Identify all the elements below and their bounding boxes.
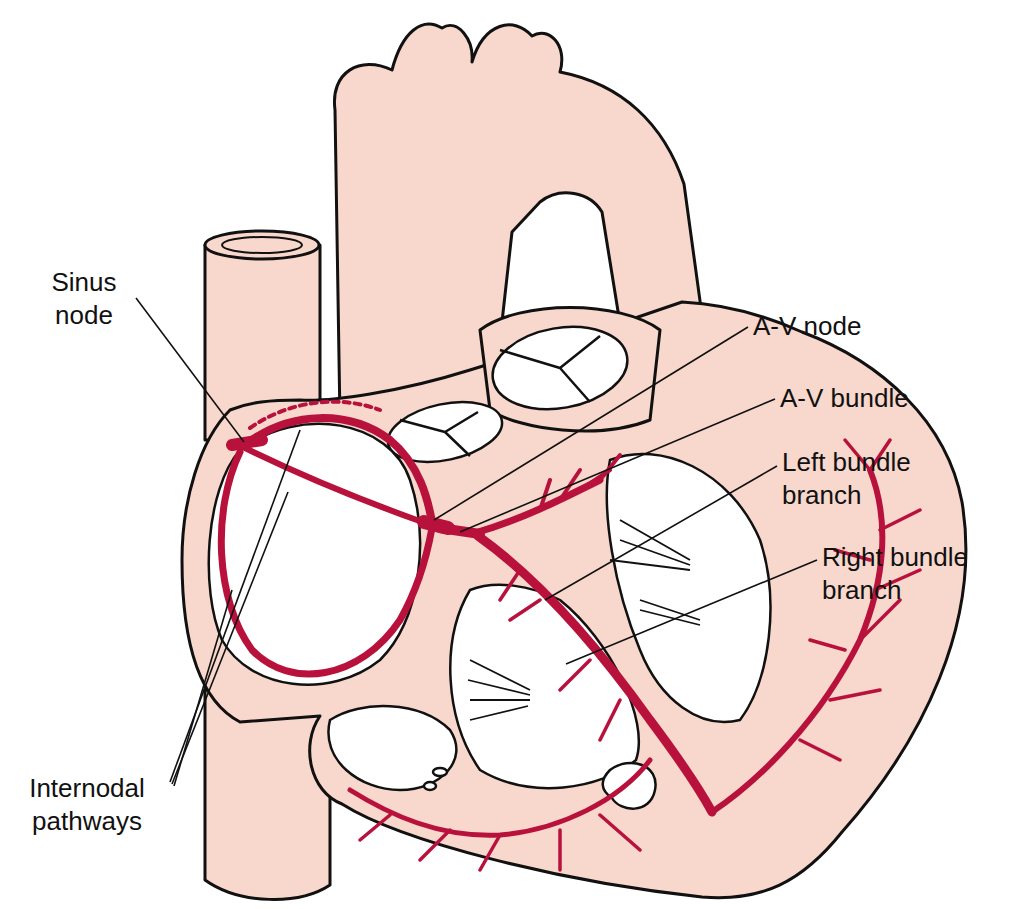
leader-line <box>434 327 748 520</box>
part-label-box: A-V bundle <box>780 382 1000 415</box>
sinus-node-mark <box>232 440 262 445</box>
purkinje-left <box>350 760 650 835</box>
internodal-posterior <box>221 452 432 674</box>
leader-line <box>545 466 777 600</box>
part-label-box: Left bundle branch <box>782 446 954 512</box>
part-label: Left bundle branch <box>782 447 911 510</box>
part-label-box: Internodal pathways <box>4 772 170 838</box>
leader-line <box>566 560 817 664</box>
part-label-box: Sinus node <box>28 266 140 332</box>
leader-line <box>136 298 244 442</box>
left-ventricle-chamber <box>607 454 771 722</box>
right-atrium-chamber <box>209 424 420 685</box>
part-label: Right bundle branch <box>822 542 968 605</box>
internodal-middle <box>245 448 428 524</box>
leader-line <box>174 590 232 786</box>
pulmonary-trunk <box>480 308 660 431</box>
part-label: A-V node <box>753 311 861 341</box>
leader-line <box>172 492 288 784</box>
leader-line <box>460 399 775 532</box>
vena-cava-opening <box>205 231 319 259</box>
part-label: Internodal pathways <box>29 773 145 836</box>
internodal-anterior <box>245 418 432 522</box>
purkinje-right <box>712 470 882 812</box>
av-bundle-mark <box>440 528 480 534</box>
pulmonary-valve <box>486 317 634 419</box>
part-label-box: Right bundle branch <box>822 541 1002 607</box>
part-label: Sinus node <box>51 267 116 330</box>
part-label: A-V bundle <box>780 383 909 413</box>
aortic-valve <box>382 393 507 472</box>
tricuspid-opening <box>328 706 456 790</box>
right-ventricle-chamber <box>450 585 639 788</box>
leader-line <box>170 430 300 782</box>
part-label-box: A-V node <box>753 310 973 343</box>
